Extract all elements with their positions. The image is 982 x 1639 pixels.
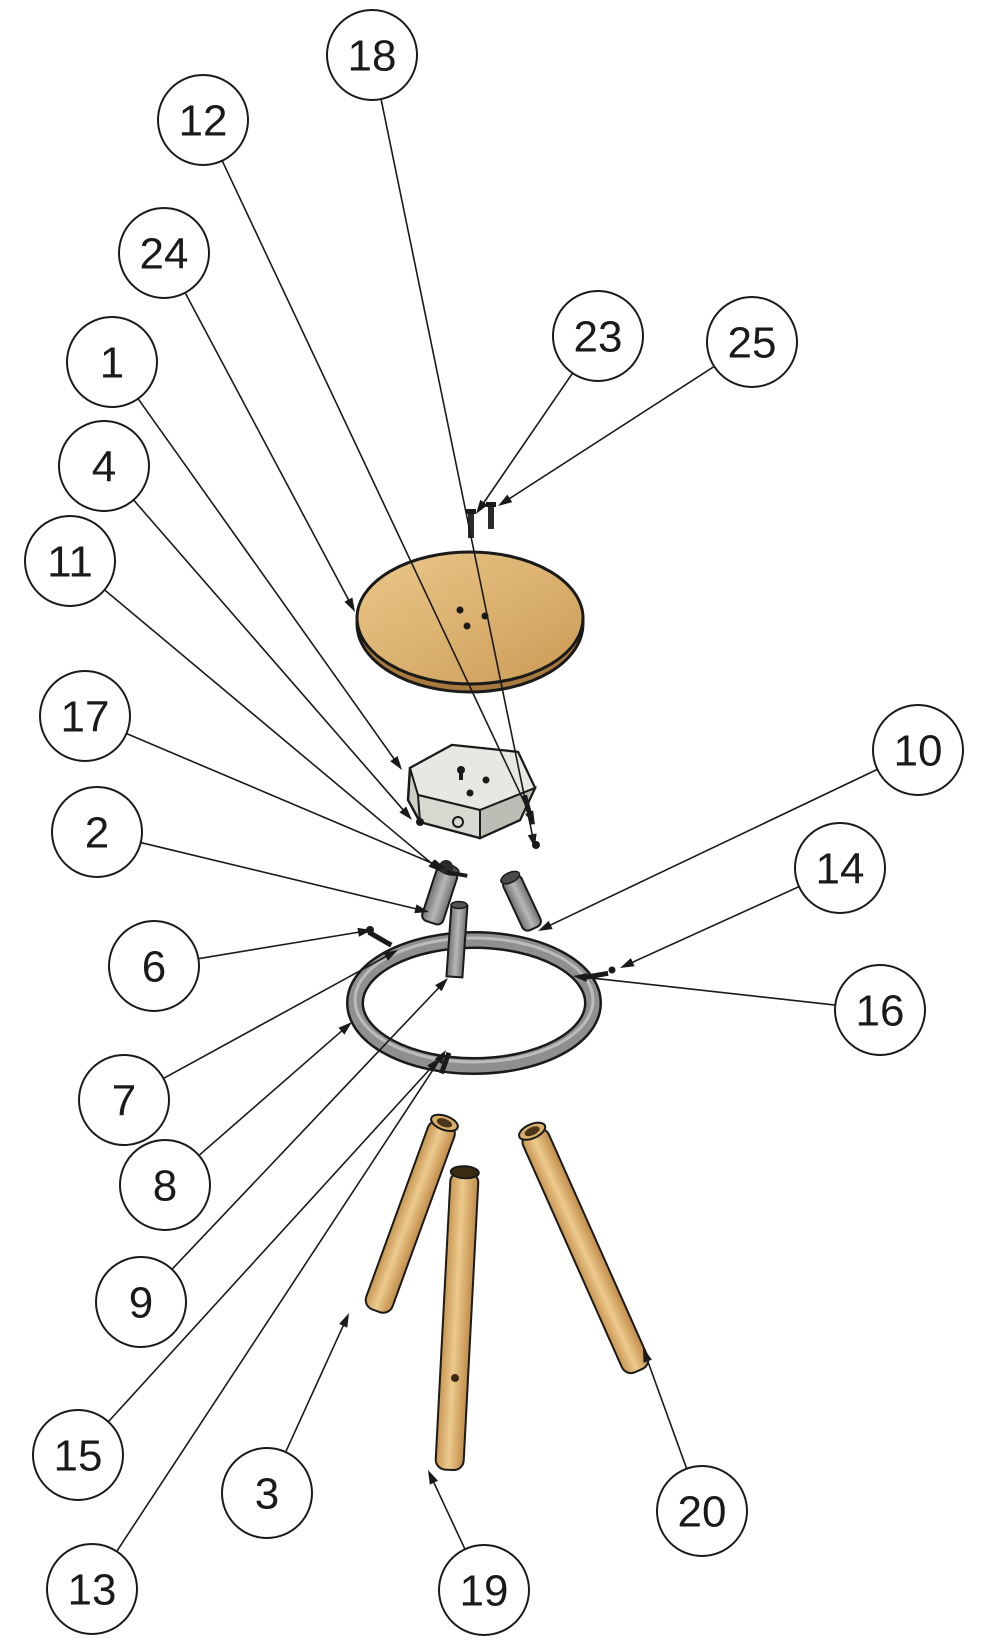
short-tubes [421, 860, 542, 932]
arrowhead-25 [498, 494, 513, 506]
callout-label-19: 19 [460, 1567, 509, 1616]
callout-circle-13 [46, 1543, 138, 1635]
arrowhead-14 [620, 958, 635, 968]
arrowhead-8 [338, 1022, 352, 1035]
leader-line-24 [184, 292, 352, 604]
callout-circle-11 [24, 515, 116, 607]
arrowhead-4 [399, 806, 412, 820]
leader-line-17 [126, 732, 438, 866]
callout-circle-4 [58, 420, 150, 512]
leader-line-15 [107, 1064, 434, 1423]
arrowhead-9 [435, 978, 448, 992]
callout-label-17: 17 [61, 693, 110, 742]
leader-line-9 [171, 984, 442, 1270]
wooden-legs [364, 1113, 650, 1472]
arrowhead-20 [643, 1348, 652, 1363]
leader-line-25 [505, 365, 715, 502]
callout-circle-8 [119, 1139, 211, 1231]
leader-line-10 [546, 768, 878, 928]
callout-circle-19 [438, 1544, 530, 1636]
callout-circle-17 [39, 670, 131, 762]
callout-circle-7 [78, 1054, 170, 1146]
callout-label-23: 23 [574, 313, 623, 362]
callout-label-18: 18 [348, 32, 397, 81]
callout-circle-10 [872, 704, 964, 796]
callout-label-7: 7 [112, 1077, 136, 1126]
callout-circle-2 [51, 786, 143, 878]
leader-line-19 [431, 1478, 466, 1550]
leader-line-13 [116, 1057, 442, 1552]
center-rod [445, 900, 469, 979]
callout-label-20: 20 [678, 1488, 727, 1537]
hex-bracket [406, 743, 540, 849]
arrowhead-19 [428, 1470, 438, 1485]
callout-label-9: 9 [129, 1279, 153, 1328]
leader-line-1 [137, 398, 397, 763]
arrowhead-16 [573, 973, 588, 983]
callout-circle-16 [834, 964, 926, 1056]
callout-label-11: 11 [47, 538, 93, 587]
arrowhead-2 [414, 904, 429, 914]
callout-circle-18 [326, 9, 418, 101]
arrowhead-18 [527, 833, 537, 848]
leader-line-4 [132, 499, 407, 813]
arrowhead-17 [431, 859, 446, 869]
callout-circle-1 [66, 316, 158, 408]
arrowhead-12 [524, 810, 535, 825]
callout-label-6: 6 [142, 943, 166, 992]
callout-circle-15 [32, 1409, 124, 1501]
callout-circle-24 [118, 207, 210, 299]
footrest-ring [346, 931, 602, 1075]
callout-circle-6 [108, 920, 200, 1012]
callout-label-14: 14 [816, 845, 865, 894]
callout-label-25: 25 [728, 319, 777, 368]
arrowhead-6 [357, 927, 372, 937]
leader-line-7 [163, 954, 390, 1080]
callout-label-4: 4 [92, 443, 116, 492]
callout-label-12: 12 [179, 97, 228, 146]
leader-line-11 [104, 589, 435, 867]
callout-label-3: 3 [255, 1470, 279, 1519]
arrowhead-3 [339, 1313, 349, 1328]
callout-circle-14 [794, 822, 886, 914]
callout-label-16: 16 [856, 987, 905, 1036]
leader-line-14 [628, 885, 800, 965]
arrowhead-15 [427, 1058, 440, 1072]
leader-line-18 [380, 98, 534, 839]
leader-line-16 [582, 976, 836, 1006]
callout-label-15: 15 [54, 1432, 103, 1481]
callout-label-24: 24 [140, 230, 189, 279]
callout-circle-9 [95, 1256, 187, 1348]
seat-disc [355, 550, 585, 694]
arrowhead-24 [344, 597, 355, 612]
leader-line-6 [198, 930, 363, 960]
arrowhead-1 [390, 755, 402, 770]
callout-label-1: 1 [100, 339, 124, 388]
leader-line-2 [140, 841, 420, 911]
callout-circle-25 [706, 296, 798, 388]
arrowhead-23 [476, 499, 488, 514]
leader-line-23 [480, 372, 574, 507]
callout-circle-23 [552, 290, 644, 382]
callout-label-10: 10 [894, 727, 943, 776]
callout-label-13: 13 [68, 1566, 117, 1615]
leader-line-12 [221, 160, 532, 817]
callout-circle-20 [656, 1465, 748, 1557]
callout-label-2: 2 [85, 809, 109, 858]
callout-circle-12 [157, 74, 249, 166]
leader-line-3 [284, 1321, 346, 1453]
callout-label-8: 8 [153, 1162, 177, 1211]
leader-line-8 [198, 1027, 345, 1157]
arrowhead-10 [538, 920, 553, 931]
leader-line-20 [645, 1357, 688, 1469]
top-screws [466, 502, 496, 538]
arrowhead-13 [434, 1050, 446, 1065]
leader-lines [104, 98, 878, 1552]
arrowhead-7 [383, 950, 398, 961]
callout-circle-3 [221, 1447, 313, 1539]
